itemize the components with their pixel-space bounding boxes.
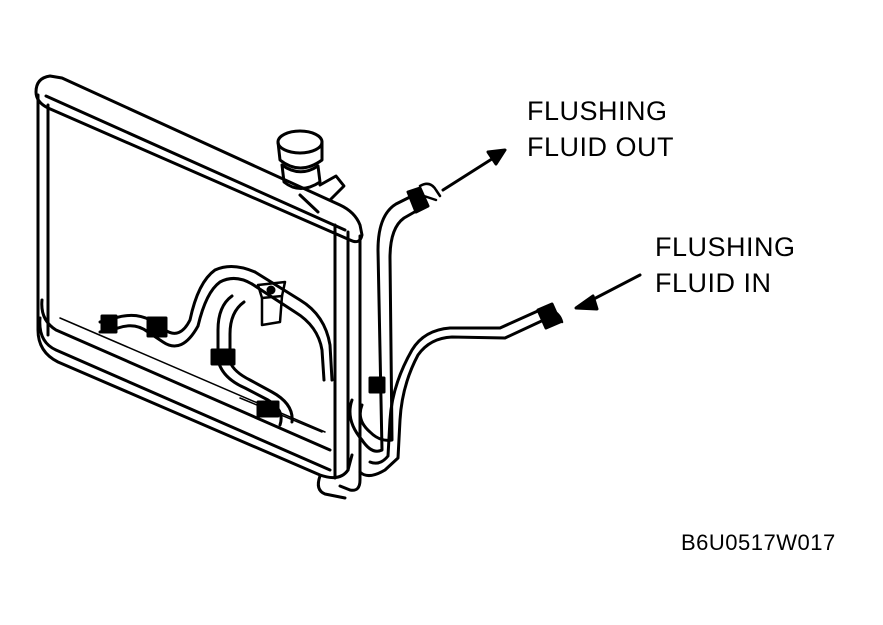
flushing-out-hose [348, 182, 442, 453]
cooler-lines [98, 265, 334, 433]
flushing-fluid-in-label: FLUSHING FLUID IN [655, 229, 796, 301]
in-label-line1: FLUSHING [655, 232, 796, 262]
out-label-line1: FLUSHING [527, 96, 668, 126]
flushing-fluid-out-label: FLUSHING FLUID OUT [527, 93, 674, 165]
radiator-cap [276, 129, 346, 214]
radiator [34, 74, 364, 500]
flushing-in-hose [358, 302, 564, 477]
arrow-in [574, 273, 642, 311]
arrow-out [441, 148, 507, 192]
out-label-line2: FLUID OUT [527, 132, 675, 162]
in-label-line2: FLUID IN [655, 268, 772, 298]
figure-code: B6U0517W017 [681, 530, 836, 555]
